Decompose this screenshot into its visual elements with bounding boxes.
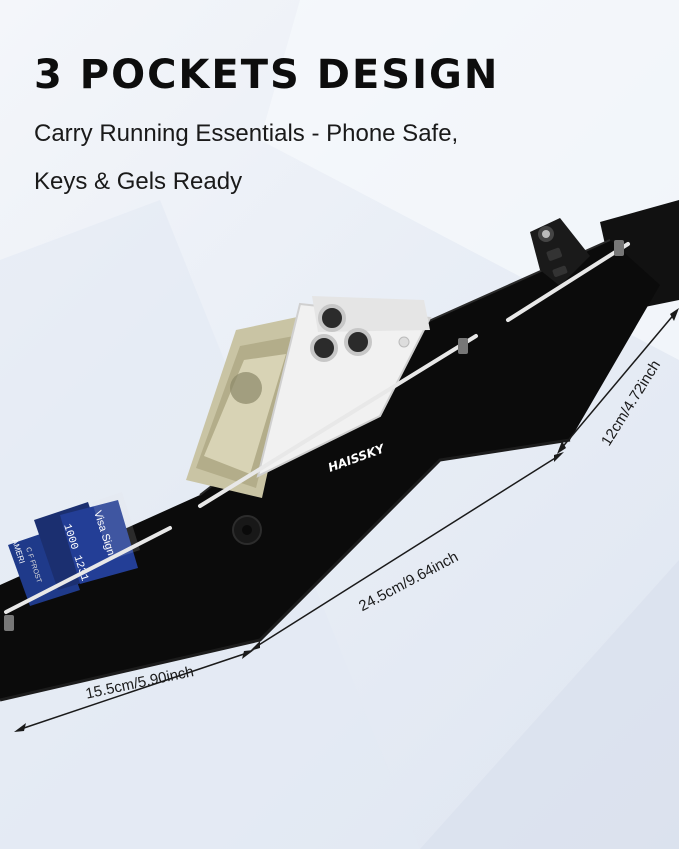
key-pocket bbox=[506, 218, 630, 322]
zipper-pull-left bbox=[4, 615, 14, 631]
zipper-pull-right bbox=[614, 240, 624, 256]
dimension-arrow-height bbox=[557, 308, 679, 454]
zipper-left bbox=[4, 526, 172, 614]
camera-lens-icon bbox=[310, 334, 338, 362]
dimension-arrow-middle bbox=[250, 452, 564, 651]
credit-cards bbox=[8, 492, 140, 606]
camera-lens-icon bbox=[318, 304, 346, 332]
subtitle-line-2: Keys & Gels Ready bbox=[34, 168, 243, 195]
page-title: 3 POCKETS DESIGN bbox=[34, 52, 500, 98]
subtitle-line-1: Carry Running Essentials - Phone Safe, bbox=[34, 120, 459, 147]
zipper-middle bbox=[198, 334, 478, 508]
cards-pocket: Visa Sign 1000 1231 AMERI C F FROST bbox=[4, 492, 172, 631]
cash-bills bbox=[186, 316, 302, 498]
dimension-arrow-left bbox=[14, 650, 254, 732]
camera-lens-icon bbox=[344, 328, 372, 356]
phone-pocket: HAISSKY bbox=[186, 296, 478, 545]
car-key bbox=[530, 218, 590, 286]
zipper-pull-middle bbox=[458, 338, 468, 354]
smartphone bbox=[256, 296, 432, 478]
zipper-right bbox=[506, 242, 630, 322]
